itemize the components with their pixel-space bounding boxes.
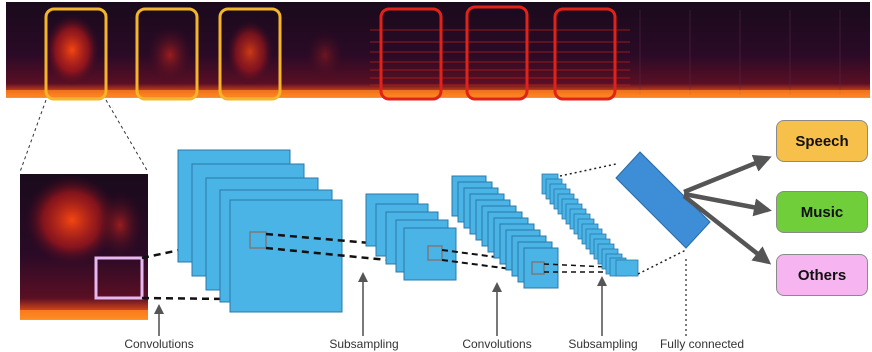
music-segment-highlight <box>379 7 443 101</box>
speech-segment-highlight <box>218 7 282 101</box>
stage-label-fully-connected: Fully connected <box>659 337 745 351</box>
input-spectrogram-patch <box>20 174 148 320</box>
speech-segment-highlight <box>135 7 199 101</box>
conv2-projection <box>543 263 629 273</box>
stage-label-subsampling-1: Subsampling <box>329 337 399 351</box>
speech-segment-highlight <box>44 7 108 101</box>
class-label-speech: Speech <box>795 132 849 150</box>
arrow-icon <box>683 191 772 217</box>
stage-label-convolutions-2: Convolutions <box>462 337 532 351</box>
stage-label-subsampling-2: Subsampling <box>568 337 638 351</box>
receptive-field-box <box>94 256 144 300</box>
arrow-icon <box>683 154 772 195</box>
class-label-music: Music <box>800 203 844 221</box>
subsampling2-feature-maps <box>541 173 639 277</box>
class-box-music: Music <box>776 191 868 233</box>
sub1-projection <box>441 249 535 273</box>
spectrogram-strip <box>6 2 870 101</box>
class-box-others: Others <box>776 254 868 296</box>
fully-connected-layer <box>615 151 711 249</box>
conv1-feature-maps <box>177 149 343 313</box>
zoom-lines <box>19 99 149 173</box>
class-box-speech: Speech <box>776 120 868 162</box>
output-arrows <box>682 154 772 265</box>
class-label-others: Others <box>797 266 847 284</box>
subsampling1-feature-maps <box>365 193 457 281</box>
fc-links <box>559 163 687 275</box>
arrow-icon <box>682 194 772 265</box>
music-segment-highlight <box>553 7 617 101</box>
stage-arrows <box>154 256 687 336</box>
conv2-feature-maps <box>451 175 559 289</box>
music-segment-highlight <box>465 5 529 101</box>
stage-label-convolutions-1: Convolutions <box>124 337 194 351</box>
